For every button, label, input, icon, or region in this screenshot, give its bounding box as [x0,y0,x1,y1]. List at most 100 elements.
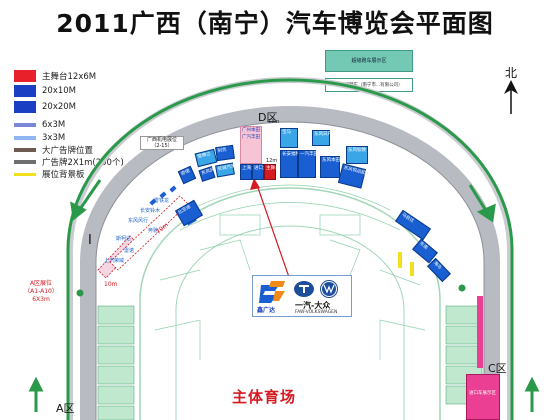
legend-swatch [14,70,36,82]
supercar-area-label: 超级跑车展示区 [351,58,387,64]
d-booth: 宝马 [280,128,298,148]
stadium-label: 主体育场 [232,388,297,406]
d-booth-label: 广州本田 [242,128,260,133]
ad-booth-box: 广西机电展位 （2-15） [140,136,184,150]
d-booth-label: 进口大众 [254,166,272,171]
legend-label: 展位背景板 [42,170,85,180]
legend-swatch [14,85,36,97]
supercar-area-box: 超级跑车展示区 [325,50,413,72]
legend-item-backdrop: 展位背景板 [14,167,85,181]
legend-swatch [14,148,36,152]
stage-booth: 主舞台 [264,164,280,180]
legend-label: 大广告牌位置 [42,146,94,156]
stadium-outline-inner [175,225,405,420]
right-pink-band [477,296,483,368]
right-booth-label: 东南 [418,241,429,251]
left-arc-label: 雪铁龙 [154,198,170,204]
left-arc-label: 长安铃木 [140,208,161,214]
d-booth-label: 广汽丰田 [242,135,260,140]
legend-swatch [14,123,36,127]
xinguangda-logo-icon [259,281,285,303]
ring-band-inner-line [95,121,485,420]
legend-label: 6x3M [42,120,66,130]
arc-booth-label: 奇瑞 [180,168,191,178]
sponsor-logo-panel: 鑫广达 一汽-大众 FAW-VOLKSWAGEN [252,275,352,317]
marker-right [458,284,466,292]
legend-swatch [14,160,36,164]
backdrop-strips [398,252,414,276]
left-arc-label: 斯柯达 [116,236,132,242]
a-zone-info: A区展位 （A1-A10） 6X3m [18,280,64,304]
d-booth-label: 长安福特 [282,152,300,157]
brand1-label: 鑫广达 [257,307,276,314]
arc-booth: 别克 [215,144,235,162]
legend-item-billboard-2x1: 广告牌2X1m(200个) [14,155,124,169]
dim-label: 12m [266,158,278,164]
compass-north-label: 北 [505,66,518,80]
d-booth: 一汽丰田 [298,150,318,178]
arc-booth-label: 雪佛兰 [197,151,212,160]
d-booth-label: 东风标致 [348,148,366,153]
dim-label: 10m [104,281,118,288]
right-booth-label: 海马 [432,260,442,271]
arc-booth-label: 别克 [217,147,227,154]
left-arc-label: 奔驰 [148,228,159,234]
imported-car-area: 进口车展示区 [466,374,500,420]
d-booth-label: 东风日产 [314,132,332,137]
d-booth: 长安福特 [280,150,300,178]
legend-item-6x3: 6x3M [14,118,65,132]
legend-label: 3x3M [42,133,66,143]
legend-label: 主舞台12x6M [42,72,97,82]
a-zone-info-line: （A1-A10） [24,288,58,295]
imported-car-label: 进口车展示区 [469,391,496,396]
zone-d-label: D区 [258,111,278,124]
left-seating [97,305,135,420]
legend-swatch [14,101,36,113]
brand2-sub-label: FAW-VOLKSWAGEN [295,310,338,315]
ad-booth-line: （2-15） [151,143,173,149]
a-zone-info-line: A区展位 [29,280,53,287]
legend-swatch [14,172,36,176]
left-arc-label: 雷诺 [124,248,135,254]
d-booth: 东风标致 [346,146,368,164]
legend-item-20x20: 20x20M [14,100,76,114]
page-title: 2011广西（南宁）汽车博览会平面图 [56,9,494,38]
outer-arc [66,78,514,420]
d-booth: 上海大众 [240,164,260,180]
ring-band [80,106,500,420]
faw-logo-icon [294,281,314,297]
legend-item-3x3: 3x3M [14,131,65,145]
d-booth: 东风日产 [312,130,332,146]
legend-label: 20x10M [42,86,76,96]
legend-label: 20x20M [42,102,76,112]
d-booth-label: 上海大众 [242,166,260,171]
arc-booth-label: 比亚迪 [177,204,192,216]
imported-suv-label: 进口越野车（南宁市...有限公司） [335,83,403,88]
north-arrow-icon [504,80,518,114]
vw-logo-icon [320,280,338,298]
legend-item-big-billboard: 大广告牌位置 [14,143,93,157]
arc-booth-label: 长城汽车 [217,164,237,173]
ad-booth-line: 广西机电展位 [146,137,177,143]
stage-pointer-head [250,178,260,190]
flow-arrows [28,179,540,412]
zone-c-label: C区 [488,362,507,375]
d-booth: 进口大众 [252,164,272,180]
stage-pointer-line [256,184,291,281]
d-booth-label: 宝马 [282,130,291,135]
left-booth-strip [109,195,189,271]
d-booth-label: 东风本田 [322,158,340,163]
d-booth-label: 一汽丰田 [300,152,318,157]
d-booth-pink: 广州本田 广汽丰田 [240,126,262,164]
brand2-label: 一汽-大众 [295,301,331,310]
zone-a-label: A区 [56,402,75,415]
marker-left [76,289,84,297]
legend-label: 广告牌2X1m(200个) [42,158,124,168]
stage-label: 主舞台 [266,166,280,171]
a-zone-info-line: 6X3m [32,296,50,303]
stadium-detail [154,184,426,360]
zone-i-label: I [88,233,92,248]
legend-swatch [14,136,36,140]
legend-item-main-stage: 主舞台12x6M [14,69,96,83]
